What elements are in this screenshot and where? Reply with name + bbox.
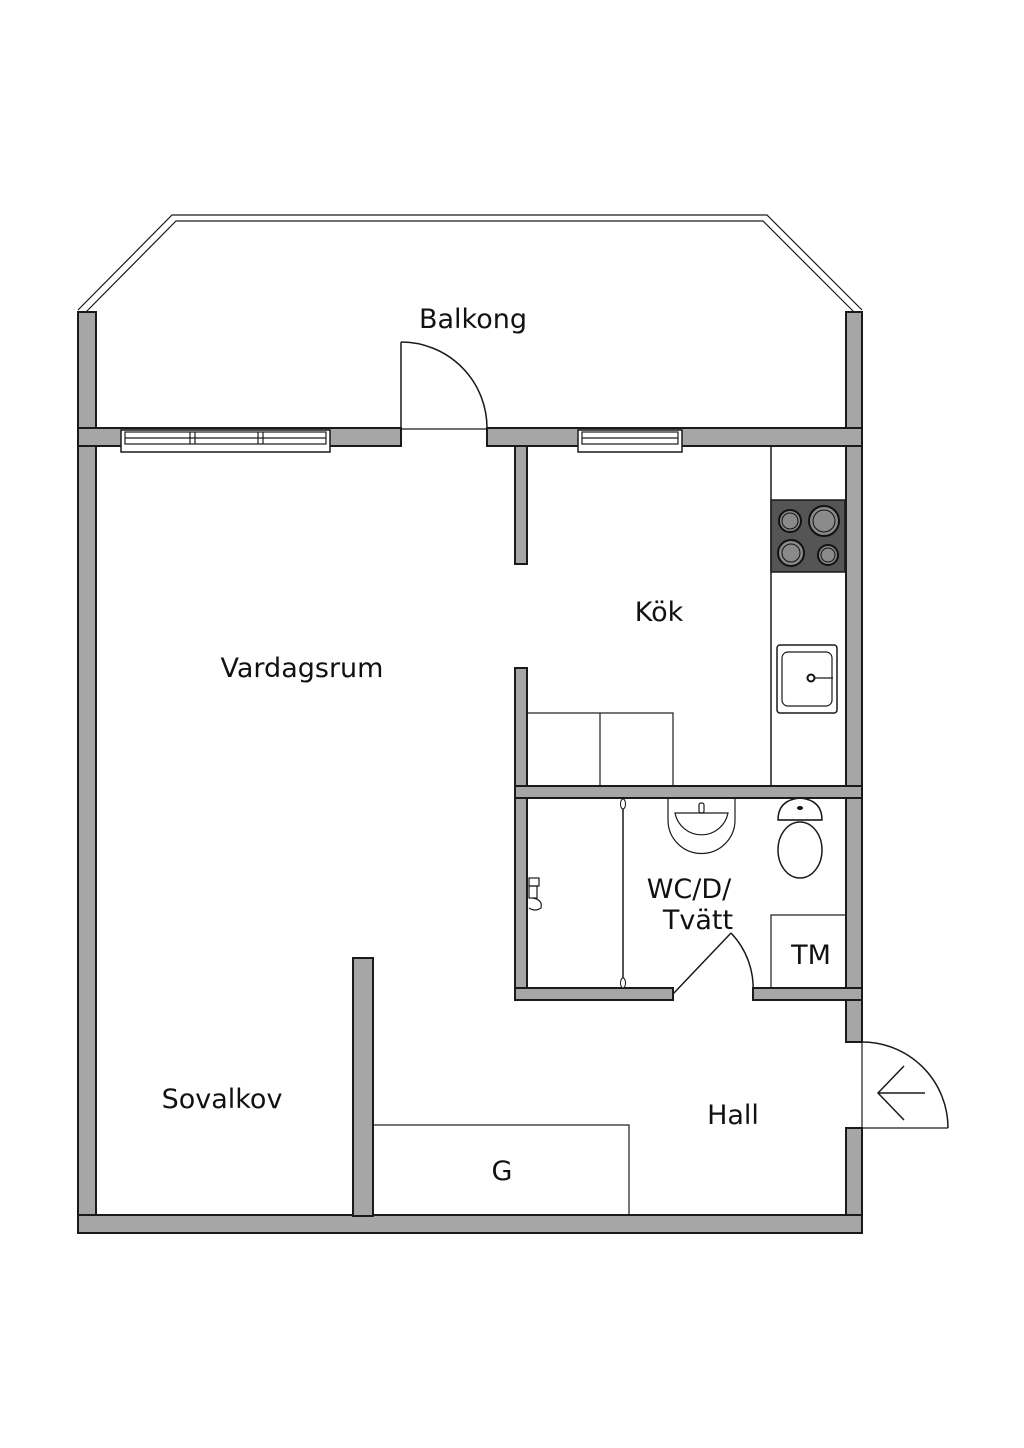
bathroom-sink [667,798,736,855]
shower-curtain [620,798,626,989]
kitchen-cabinets-bottom [526,712,674,787]
bathroom-door [672,932,754,995]
label-bathroom-line1: WC/D/ [647,874,732,905]
toilet [777,797,823,879]
label-bathroom-line2: Tvätt [662,905,733,936]
label-alcove: Sovalkov [162,1084,283,1115]
window-living-room [120,429,331,453]
label-kitchen: Kök [635,597,684,628]
shower-fixture [528,877,542,911]
stove [770,499,846,573]
label-washing-machine: TM [790,940,831,971]
entrance-arrow-icon [876,1065,925,1121]
wardrobe-box [372,1124,630,1216]
entrance-door [861,1041,949,1129]
balcony-door [400,341,488,430]
label-living-room: Vardagsrum [221,653,384,684]
window-kitchen [577,429,683,453]
label-hall: Hall [707,1100,759,1131]
label-wardrobe: G [492,1156,513,1187]
washing-machine-box [770,914,847,989]
label-balcony: Balkong [419,304,527,335]
interior-walls [352,445,863,1217]
kitchen-sink [776,644,838,714]
balcony-railing [77,214,863,315]
